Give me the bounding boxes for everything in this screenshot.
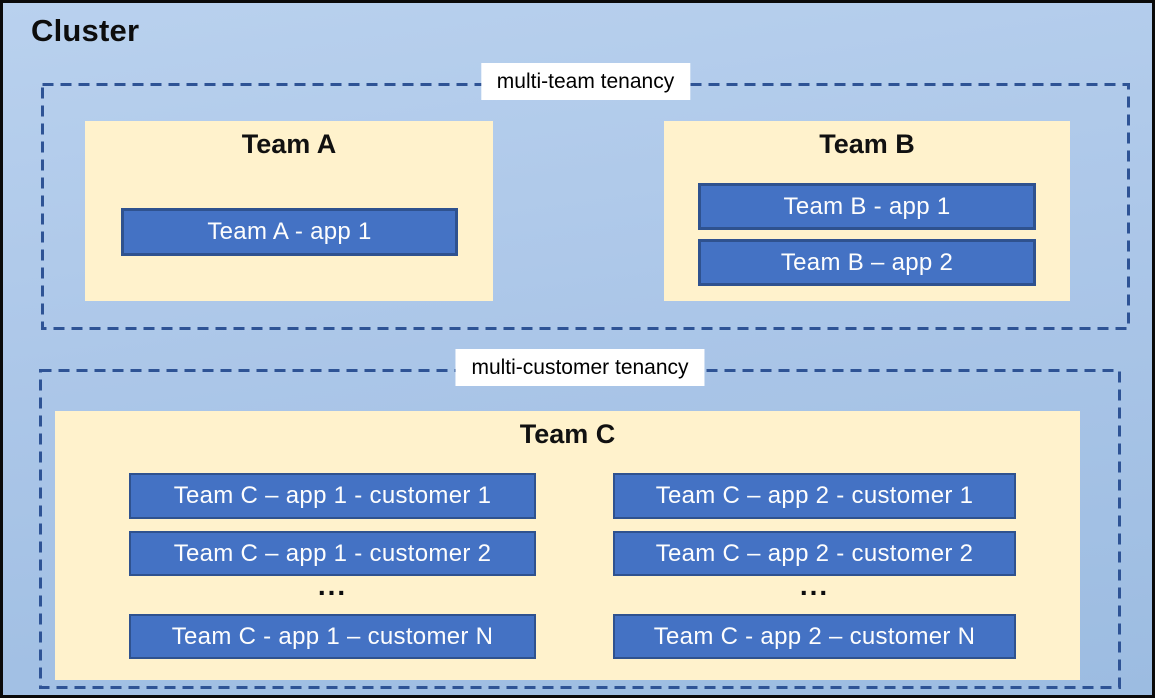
team-b-card: Team B Team B - app 1 Team B – app 2 <box>664 121 1070 301</box>
team-b-title: Team B <box>819 129 915 159</box>
team-c-app2-customer1-box: Team C – app 2 - customer 1 <box>613 473 1016 519</box>
team-c-app2-ellipsis: ... <box>799 570 830 601</box>
team-a-card: Team A Team A - app 1 <box>85 121 493 301</box>
cluster-title: Cluster <box>31 13 140 48</box>
multi-customer-tenancy-region: multi-customer tenancy Team C Team C – a… <box>39 349 1121 689</box>
team-b-app1-box: Team B - app 1 <box>698 183 1036 230</box>
team-c-app1-customer1-box: Team C – app 1 - customer 1 <box>129 473 536 519</box>
team-c-card: Team C Team C – app 1 - customer 1 Team … <box>55 411 1080 680</box>
multi-team-tenancy-region: multi-team tenancy Team A Team A - app 1… <box>41 63 1130 330</box>
team-a-title: Team A <box>241 129 337 159</box>
team-c-app2-customer2-box: Team C – app 2 - customer 2 <box>613 531 1016 576</box>
multi-customer-tenancy-label: multi-customer tenancy <box>455 349 705 387</box>
multi-team-tenancy-label: multi-team tenancy <box>480 63 691 101</box>
team-b-app2-box: Team B – app 2 <box>698 239 1036 286</box>
team-c-app2-customerN-box: Team C - app 2 – customer N <box>613 614 1016 659</box>
team-c-app1-customer2-box: Team C – app 1 - customer 2 <box>129 531 536 576</box>
team-c-app1-customerN-box: Team C - app 1 – customer N <box>129 614 536 659</box>
team-c-title: Team C <box>519 419 616 449</box>
team-a-app1-box: Team A - app 1 <box>121 208 458 256</box>
multi-customer-dashed-border <box>39 369 1121 689</box>
team-c-app1-ellipsis: ... <box>317 570 348 601</box>
